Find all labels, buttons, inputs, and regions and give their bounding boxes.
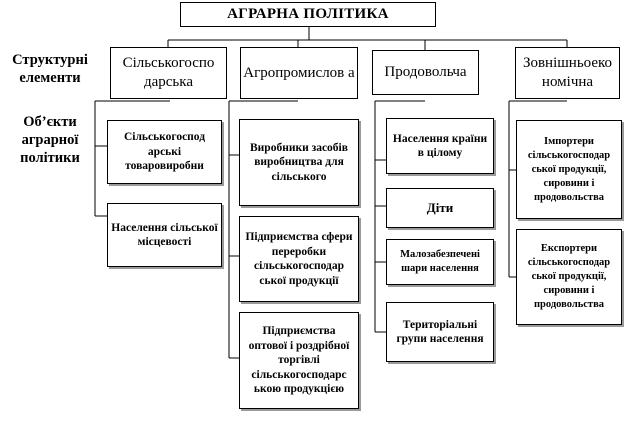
object-territorial-groups: Територіальні групи населення	[386, 302, 494, 362]
title-text: АГРАРНА ПОЛІТИКА	[227, 6, 389, 22]
title-box: АГРАРНА ПОЛІТИКА	[180, 2, 436, 27]
policy-objects-label: Об’єкти аграрної політики	[20, 114, 80, 166]
object-processing-enterprises: Підприємства сфери переробки сільськогос…	[239, 216, 359, 302]
object-trade-enterprises: Підприємства оптової і роздрібної торгів…	[239, 312, 359, 409]
category-food: Продовольча	[372, 50, 479, 95]
category-foreign-economic: Зовнішньоеко номічна	[515, 47, 620, 99]
category-agroindustrial: Агропромислов а	[240, 47, 358, 99]
object-importers: Імпортери сільськогосподар ської продукц…	[516, 120, 622, 219]
structural-elements-label: Структурні елементи	[12, 52, 88, 86]
object-rural-producers: Сільськогоспод арські товаровиробни	[107, 120, 222, 184]
object-rural-population: Населення сільської місцевості	[107, 203, 222, 267]
object-exporters: Експортери сільськогосподар ської продук…	[516, 229, 622, 325]
object-means-of-production: Виробники засобів виробництва для сільсь…	[239, 119, 359, 206]
object-country-population: Населення країни в цілому	[386, 118, 494, 174]
object-low-income-population: Малозабезпечені шари населення	[386, 239, 494, 285]
category-rural: Сільськогоспо дарська	[110, 47, 227, 99]
object-children: Діти	[386, 188, 494, 228]
